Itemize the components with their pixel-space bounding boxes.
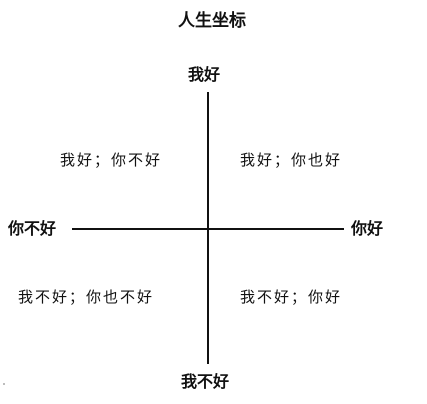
axis-label-right: 你好 (351, 219, 384, 238)
quadrant-top-right-label: 我好；你也好 (240, 151, 343, 169)
horizontal-axis-line (72, 228, 344, 230)
axis-label-bottom: 我不好 (181, 372, 230, 391)
scan-speck (3, 383, 5, 385)
quadrant-bottom-left-label: 我不好；你也不好 (18, 288, 155, 306)
quadrant-top-left-label: 我好；你不好 (60, 151, 163, 169)
axis-label-left: 你不好 (8, 219, 57, 238)
diagram-title: 人生坐标 (178, 11, 246, 31)
axis-label-top: 我好 (188, 65, 221, 84)
quadrant-bottom-right-label: 我不好；你好 (240, 288, 343, 306)
